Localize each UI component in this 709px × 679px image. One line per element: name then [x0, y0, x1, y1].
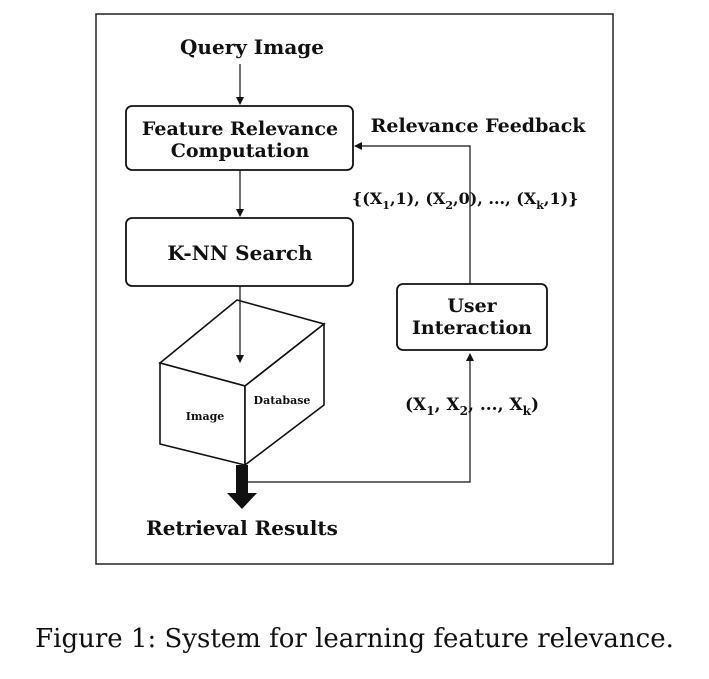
user-interaction-label-line1: User [447, 295, 497, 317]
feature-relevance-label-line2: Computation [171, 140, 310, 162]
arrow-feedback-to-feature [354, 142, 471, 284]
database-face-left-label: Image [186, 410, 225, 423]
result-tuple-label: (X1, X2, ..., Xk) [405, 395, 539, 418]
database-cube [158, 299, 326, 467]
query-image-label: Query Image [180, 35, 324, 59]
retrieval-results-label: Retrieval Results [146, 516, 338, 540]
feature-relevance-label-line1: Feature Relevance [142, 118, 338, 140]
knn-search-label: K-NN Search [167, 241, 313, 265]
retrieval-output-arrow [227, 465, 257, 509]
system-diagram: Query Image Feature Relevance Computatio… [95, 13, 614, 565]
arrow-results-to-user [248, 353, 474, 483]
database-face-right-label: Database [254, 394, 311, 407]
user-interaction-box [396, 283, 548, 351]
feedback-set-label: {(X1,1), (X2,0), ..., (Xk,1)} [352, 189, 578, 212]
user-interaction-label-line2: Interaction [412, 317, 532, 339]
figure-caption: Figure 1: System for learning feature re… [35, 624, 674, 654]
outer-frame [95, 13, 614, 565]
relevance-feedback-label: Relevance Feedback [371, 115, 587, 137]
